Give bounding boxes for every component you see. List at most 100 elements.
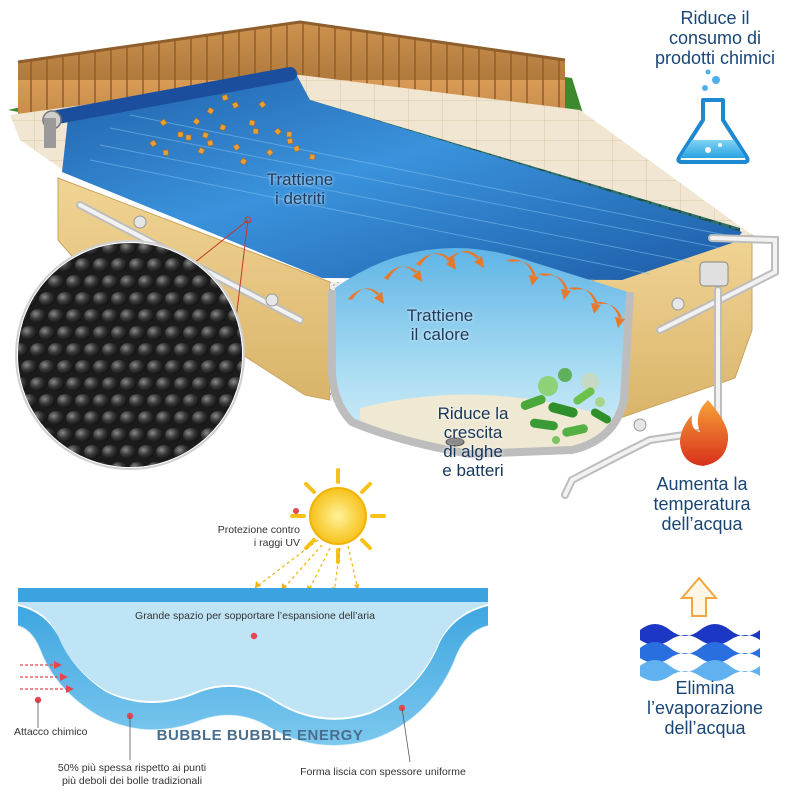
leaf-debris	[248, 119, 256, 127]
bubble	[228, 411, 242, 425]
label-reduces-algae: Riduce la crescita di alghe e batteri	[418, 404, 528, 480]
label-chemical-attack: Attacco chimico	[14, 726, 88, 738]
bubble	[102, 377, 118, 391]
bubble	[18, 275, 28, 289]
cover-reel	[42, 67, 297, 148]
leaf-debris	[286, 131, 293, 138]
bubble	[129, 394, 145, 408]
bubble	[138, 309, 154, 323]
bubble	[57, 326, 73, 340]
bubble	[30, 309, 46, 323]
bubble	[102, 343, 118, 357]
bubble	[120, 377, 136, 391]
bubble	[156, 377, 172, 391]
bubble	[156, 445, 172, 459]
label-air-space: Grande spazio per sopportare l’espansion…	[135, 610, 375, 622]
uv-callout-line	[293, 508, 299, 514]
bubble	[165, 360, 181, 374]
bubble	[84, 411, 100, 425]
bubble	[129, 462, 145, 467]
flame-icon	[680, 400, 729, 466]
bubble	[174, 377, 190, 391]
leaf-debris	[293, 144, 301, 153]
wall-jets	[133, 215, 685, 432]
bubble	[21, 326, 37, 340]
bubble	[156, 309, 172, 323]
bubble	[102, 275, 118, 289]
chemical-attack-arrows	[20, 661, 74, 693]
bubble	[66, 411, 82, 425]
section-bubble-body	[18, 602, 488, 718]
bubble	[183, 428, 199, 442]
label-thicker: 50% più spessa rispetto ai punti più deb…	[22, 762, 242, 788]
leaf-debris	[252, 128, 259, 135]
leaf-debris	[177, 131, 184, 138]
pool-pipes	[76, 201, 779, 499]
pool-heater	[699, 261, 729, 287]
bubble	[18, 343, 28, 357]
thicker-label-line: più deboli dei bolle tradizionali	[61, 775, 203, 788]
bubble	[18, 445, 28, 459]
bubble	[165, 258, 181, 272]
bubble	[192, 377, 208, 391]
bubble	[147, 326, 163, 340]
bubble	[210, 377, 226, 391]
pool-label-line: i detriti	[274, 189, 326, 209]
bubble	[111, 462, 127, 467]
bubble	[147, 258, 163, 272]
label-smooth-shape: Forma liscia con spessore uniforme	[300, 766, 466, 778]
leaf-debris	[159, 118, 168, 127]
bubble	[39, 258, 55, 272]
pool-label-line: Trattiene	[266, 170, 334, 189]
bubble	[18, 243, 28, 255]
bubble	[138, 445, 154, 459]
bubble	[102, 411, 118, 425]
bubble	[138, 275, 154, 289]
leaf-debris	[219, 123, 227, 132]
leaf-debris	[232, 143, 241, 152]
label-retains-debris: Trattiene i detriti	[240, 170, 360, 208]
bubble	[21, 462, 37, 467]
benefit-increase-temperature: Aumenta la temperatura dell’acqua	[622, 474, 782, 534]
bubble	[183, 462, 199, 467]
brand-text: BUBBLE BUBBLE ENERGY	[156, 727, 364, 744]
bubble	[93, 292, 109, 306]
pool-label-line: Riduce la	[437, 404, 509, 423]
bubble	[246, 411, 262, 425]
leaf-debris	[258, 100, 267, 109]
bubble	[129, 258, 145, 272]
solar-cover	[62, 72, 742, 280]
bubble	[18, 411, 28, 425]
leaf-debris	[273, 127, 282, 136]
benefit-line: Aumenta la	[656, 474, 748, 494]
bubble	[57, 462, 73, 467]
bubble	[210, 309, 226, 323]
bubble	[39, 292, 55, 306]
bubble	[147, 394, 163, 408]
bubble	[111, 292, 127, 306]
bubble	[111, 258, 127, 272]
bubble	[21, 360, 37, 374]
bubble	[165, 394, 181, 408]
bubble	[228, 445, 242, 459]
bubble-cross-section	[17, 588, 489, 763]
bubble	[66, 309, 82, 323]
bubble	[165, 462, 181, 467]
bubble	[57, 428, 73, 442]
leaf-debris	[206, 139, 214, 147]
bubble	[129, 326, 145, 340]
benefit-line: dell’acqua	[661, 514, 743, 535]
leaf-debris	[185, 134, 192, 141]
bubble	[102, 445, 118, 459]
water-waves-icon	[640, 576, 760, 681]
bubble	[147, 428, 163, 442]
leaf-debris	[192, 117, 201, 126]
bubble	[201, 394, 217, 408]
algae-bacteria	[520, 368, 612, 444]
bubble	[39, 462, 55, 467]
bubble	[48, 309, 64, 323]
bubble	[111, 394, 127, 408]
benefit-line: dell’acqua	[664, 718, 746, 739]
bubble	[66, 343, 82, 357]
